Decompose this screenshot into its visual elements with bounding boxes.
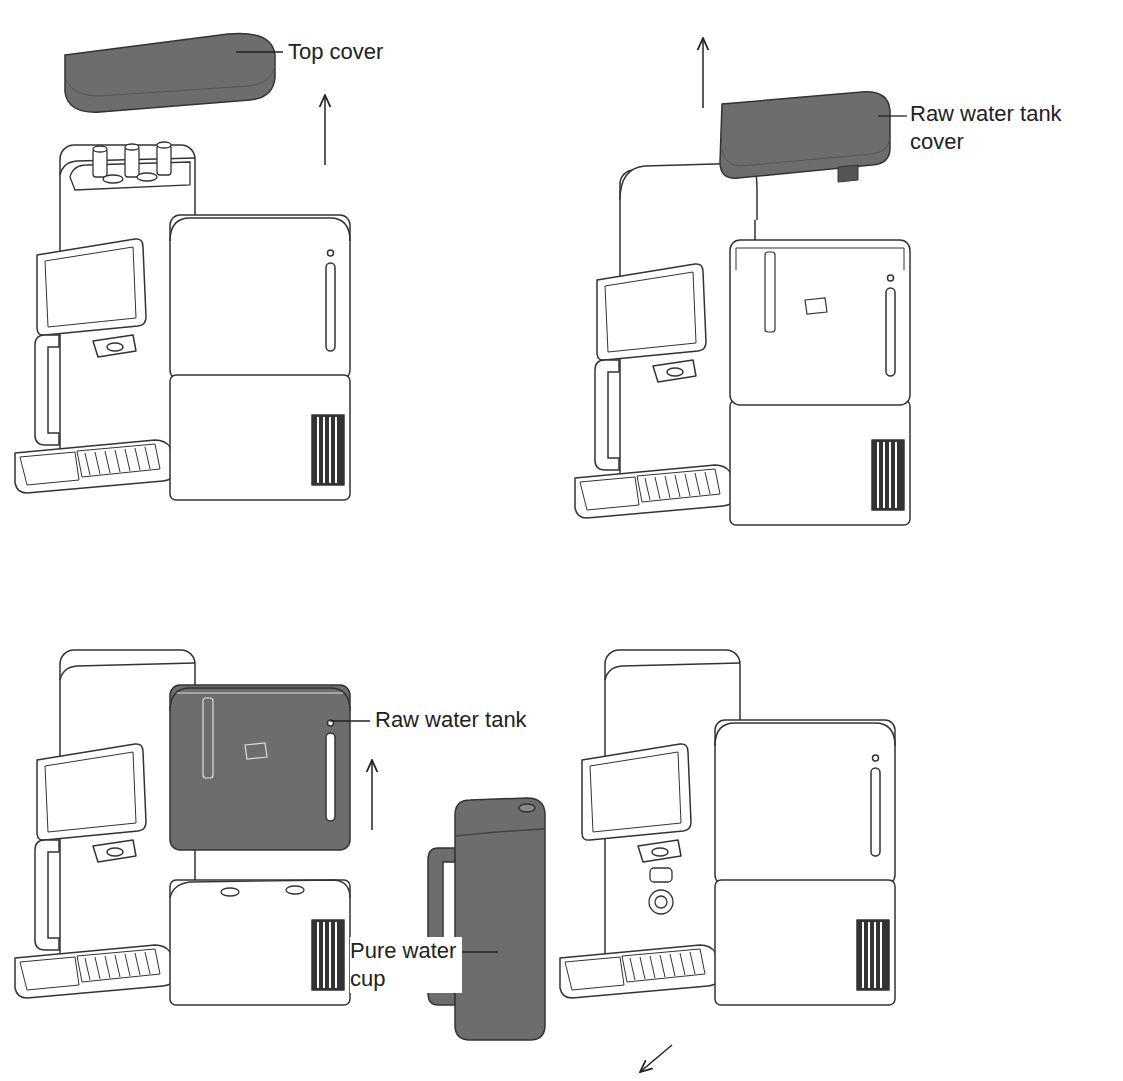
part-label: Pure water cup xyxy=(350,937,462,993)
cup-handle xyxy=(35,335,59,445)
pull-arrow xyxy=(640,1045,672,1072)
leader-line xyxy=(236,51,283,52)
lift-arrow xyxy=(371,760,373,830)
part-label: Raw water tank cover xyxy=(910,100,1078,156)
dispenser-body xyxy=(15,145,195,493)
base-unit xyxy=(170,375,350,500)
raw-water-tank xyxy=(715,720,895,885)
cup-handle xyxy=(35,840,59,950)
cover-edge xyxy=(722,138,890,166)
lift-arrow xyxy=(324,95,326,165)
tank-cover-part xyxy=(720,92,890,178)
purifier-unit xyxy=(15,650,350,1005)
leader-line xyxy=(330,720,370,721)
lift-arrow xyxy=(702,38,704,108)
pure-water-cup-part xyxy=(428,798,545,1040)
top-cover-part xyxy=(65,33,275,112)
cover-tab xyxy=(838,165,858,182)
dispenser-body xyxy=(560,650,740,998)
filter-sockets xyxy=(70,142,190,190)
tank-interior xyxy=(177,693,343,778)
part-label: Raw water tank xyxy=(375,706,555,734)
cup-ports xyxy=(649,868,673,914)
dispenser-body xyxy=(15,650,195,998)
purifier-unit xyxy=(575,163,910,525)
leader-line xyxy=(462,951,498,952)
cup-handle xyxy=(595,360,619,470)
leader-line xyxy=(878,115,907,116)
dispenser-body xyxy=(575,170,755,518)
purifier-unit xyxy=(560,650,895,1005)
tank-seat xyxy=(170,880,350,898)
purifier-unit xyxy=(15,142,350,500)
part-label: Top cover xyxy=(288,38,448,66)
base-unit xyxy=(170,880,350,1005)
base-unit xyxy=(715,880,895,1005)
raw-water-tank-part xyxy=(170,685,350,850)
cover-edge xyxy=(67,65,275,96)
base-unit xyxy=(730,400,910,525)
open-raw-water-tank xyxy=(730,240,910,405)
raw-water-tank xyxy=(170,215,350,380)
